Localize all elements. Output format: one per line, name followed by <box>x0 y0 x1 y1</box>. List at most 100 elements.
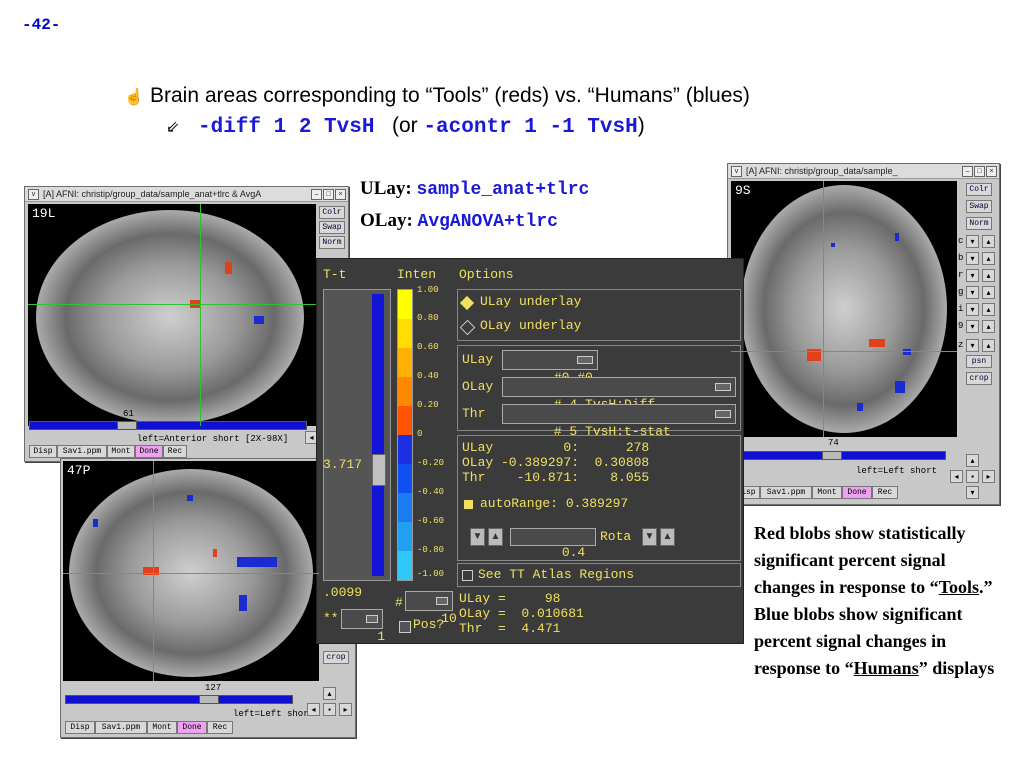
swap-button[interactable]: Swap <box>966 200 992 213</box>
arrow-up-icon[interactable]: ▴ <box>982 269 995 282</box>
window-menu-icon[interactable]: v <box>28 189 39 200</box>
arrow-up-icon[interactable]: ▴ <box>982 252 995 265</box>
sagittal-slice-slider[interactable] <box>29 421 307 430</box>
save-ppm-button[interactable]: Sav1.ppm <box>57 445 107 458</box>
arrow-down-icon[interactable]: ▾ <box>966 303 979 316</box>
threshold-slider-knob[interactable] <box>372 454 386 486</box>
arrow-down-icon[interactable]: ▾ <box>966 339 979 352</box>
axial-slider-knob[interactable] <box>822 451 842 460</box>
atlas-checkbox[interactable] <box>462 570 473 581</box>
rec-button[interactable]: Rec <box>163 445 187 458</box>
range-value-field[interactable]: 0.4 <box>510 528 596 560</box>
mont-button[interactable]: Mont <box>812 486 842 499</box>
color-bar[interactable] <box>397 289 413 581</box>
done-button[interactable]: Done <box>842 486 872 499</box>
thr-brick-menu[interactable]: # 5 TvsH:t-stat <box>502 404 736 439</box>
rota-down-arrow-icon[interactable]: ▼ <box>642 528 657 546</box>
colr-button[interactable]: Colr <box>319 206 345 219</box>
arrow-right-icon[interactable]: ▸ <box>982 470 995 483</box>
arrow-up-icon[interactable]: ▴ <box>982 235 995 248</box>
blue-blob <box>187 495 193 501</box>
range-down-arrow-icon[interactable]: ▼ <box>470 528 485 546</box>
num-colors-menu[interactable]: 10 <box>405 591 457 626</box>
axial-titlebar: v [A] AFNI: christip/group_data/sample_ … <box>728 164 999 179</box>
arrow-up-icon[interactable]: ▴ <box>323 687 336 700</box>
maximize-icon[interactable]: □ <box>323 189 334 200</box>
rec-button[interactable]: Rec <box>872 486 898 499</box>
axial-slider-value: 74 <box>828 438 839 448</box>
arrow-down-icon[interactable]: ▾ <box>966 286 979 299</box>
power-menu[interactable]: 1 <box>341 609 385 644</box>
red-blob <box>807 349 821 361</box>
colr-button[interactable]: Colr <box>966 183 992 196</box>
norm-button[interactable]: Norm <box>319 236 345 249</box>
readout-ulay: ULay = 98 <box>459 591 561 606</box>
close-icon[interactable]: × <box>986 166 997 177</box>
arrow-down-icon[interactable]: ▾ <box>966 252 979 265</box>
range-up-arrow-icon[interactable]: ▲ <box>488 528 503 546</box>
arrow-up-icon[interactable]: ▴ <box>982 320 995 333</box>
arrow-up-icon[interactable]: ▴ <box>982 286 995 299</box>
swap-button[interactable]: Swap <box>319 221 345 234</box>
minimize-icon[interactable]: – <box>311 189 322 200</box>
arrow-down-icon[interactable]: ▾ <box>966 269 979 282</box>
norm-button[interactable]: Norm <box>966 217 992 230</box>
close-icon[interactable]: × <box>335 189 346 200</box>
arrow-down-icon[interactable]: ▾ <box>966 320 979 333</box>
rota-up-arrow-icon[interactable]: ▲ <box>660 528 675 546</box>
olay-label: OLay: <box>360 210 413 231</box>
ulay-label: ULay: <box>360 178 412 199</box>
threshold-value: 3.717 <box>323 457 363 472</box>
disp-button[interactable]: Disp <box>29 445 57 458</box>
coronal-status: left=Left short <box>233 709 315 719</box>
coronal-slice-slider[interactable] <box>65 695 293 704</box>
olay-brick-menu[interactable]: # 4 TvsH:Diff <box>502 377 736 412</box>
arrow-up-icon[interactable]: ▴ <box>982 303 995 316</box>
disp-button[interactable]: Disp <box>65 721 95 734</box>
arrow-down-icon[interactable]: ▾ <box>966 235 979 248</box>
maximize-icon[interactable]: □ <box>974 166 985 177</box>
axial-image[interactable]: 9S <box>731 181 957 437</box>
coronal-image[interactable]: 47P <box>63 461 319 681</box>
blue-blob <box>237 557 277 567</box>
autorange-checkbox[interactable] <box>464 500 473 509</box>
rec-button[interactable]: Rec <box>207 721 233 734</box>
arrow-left-icon[interactable]: ◂ <box>307 703 320 716</box>
sagittal-slider-knob[interactable] <box>117 421 137 430</box>
pos-checkbox[interactable] <box>399 621 411 633</box>
atlas-toggle-label[interactable]: See TT Atlas Regions <box>478 567 635 582</box>
done-button[interactable]: Done <box>177 721 207 734</box>
arrow-up-icon[interactable]: ▴ <box>966 454 979 467</box>
radio-ulay-underlay[interactable]: ULay underlay <box>480 294 582 309</box>
crosshair-horizontal <box>28 304 316 305</box>
bullet-main: ☝Brain areas corresponding to “Tools” (r… <box>124 84 750 108</box>
done-button[interactable]: Done <box>135 445 163 458</box>
threshold-slider[interactable] <box>323 289 391 581</box>
radio-ulay-selected-icon[interactable] <box>459 295 475 311</box>
caption-part1: Red blobs show statistically significant… <box>754 523 966 597</box>
arrow-up-icon[interactable]: ▴ <box>982 339 995 352</box>
mont-button[interactable]: Mont <box>147 721 177 734</box>
psn-button[interactable]: psn <box>966 355 992 368</box>
mont-button[interactable]: Mont <box>107 445 135 458</box>
window-menu-icon[interactable]: v <box>731 166 742 177</box>
coronal-slider-knob[interactable] <box>199 695 219 704</box>
range-info-ulay: ULay 0: 278 <box>462 440 650 455</box>
save-ppm-button[interactable]: Sav1.ppm <box>760 486 812 499</box>
sagittal-image[interactable]: 19L <box>28 204 316 426</box>
power-menu-value: 1 <box>377 629 386 644</box>
red-blob <box>143 567 159 575</box>
arrow-right-icon[interactable]: ▸ <box>339 703 352 716</box>
save-ppm-button[interactable]: Sav1.ppm <box>95 721 147 734</box>
radio-olay-underlay[interactable]: OLay underlay <box>480 318 582 333</box>
radio-olay-icon[interactable] <box>459 319 476 336</box>
crop-button[interactable]: crop <box>323 651 349 664</box>
arrow-center-icon[interactable]: ▪ <box>323 703 336 716</box>
arrow-left-icon[interactable]: ◂ <box>950 470 963 483</box>
arrow-center-icon[interactable]: ▪ <box>966 470 979 483</box>
ulay-brick-menu[interactable]: #0 #0 <box>502 350 598 385</box>
crop-button[interactable]: crop <box>966 372 992 385</box>
side-label-r: r <box>958 270 964 280</box>
minimize-icon[interactable]: – <box>962 166 973 177</box>
arrow-down-icon[interactable]: ▾ <box>966 486 979 499</box>
